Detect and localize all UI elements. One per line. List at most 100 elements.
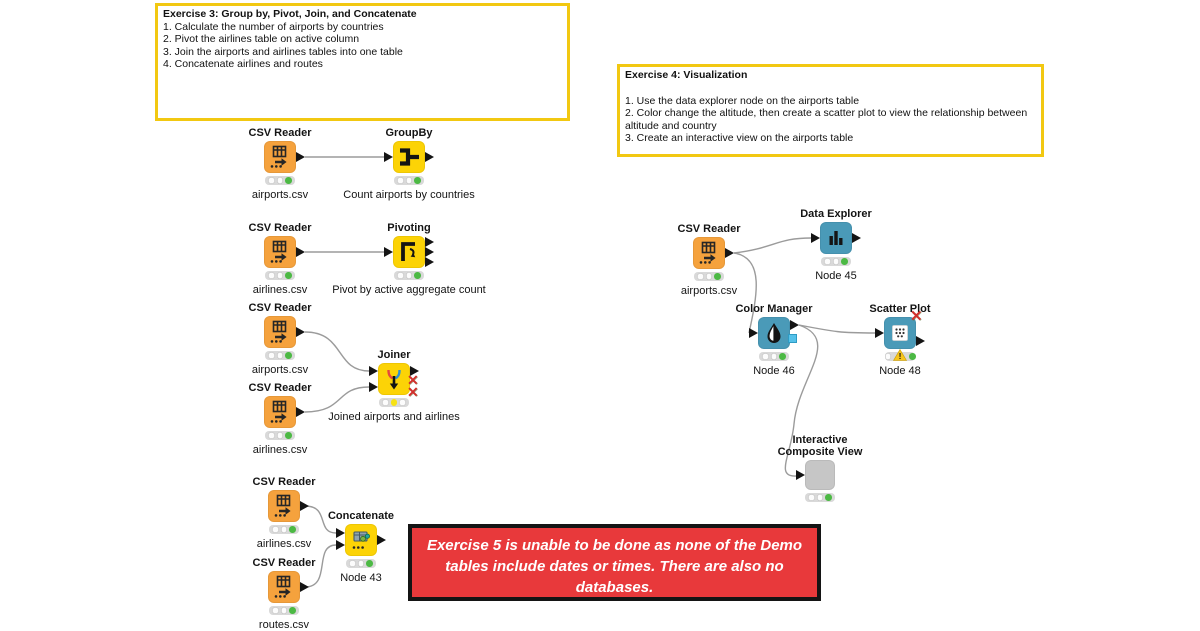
output-port[interactable] — [410, 366, 419, 376]
node-label: airlines.csv — [256, 538, 312, 550]
node-label: Pivot by active aggregate count — [332, 284, 486, 296]
status-traffic-light — [394, 271, 424, 280]
status-traffic-light — [346, 559, 376, 568]
node-csv-reader-airports-3[interactable]: CSV Reader airports.csv — [678, 223, 741, 297]
annotation-exercise-4[interactable]: Exercise 4: Visualization 1. Use the dat… — [617, 64, 1044, 157]
csv-reader-icon — [264, 141, 296, 173]
status-traffic-light — [265, 271, 295, 280]
node-title: CSV Reader — [248, 382, 312, 394]
status-traffic-light — [759, 352, 789, 361]
concatenate-icon — [345, 524, 377, 556]
input-port[interactable] — [369, 382, 378, 392]
status-traffic-light — [265, 176, 295, 185]
node-concatenate[interactable]: Concatenate Node 43 — [328, 510, 394, 584]
node-title: Concatenate — [327, 510, 395, 522]
output-port[interactable] — [425, 247, 434, 257]
node-interactive-composite-view[interactable]: Interactive Composite View — [778, 434, 862, 502]
output-port[interactable] — [425, 257, 434, 267]
status-traffic-light — [379, 398, 409, 407]
svg-text:!: ! — [899, 351, 902, 361]
output-port[interactable] — [425, 152, 434, 162]
input-port[interactable] — [384, 247, 393, 257]
color-model-output-port[interactable] — [788, 334, 797, 343]
output-port[interactable] — [300, 582, 309, 592]
input-port[interactable] — [336, 528, 345, 538]
inactive-port-x-icon: ✕ — [407, 384, 419, 400]
output-port[interactable] — [725, 248, 734, 258]
node-title: Color Manager — [735, 303, 813, 315]
output-port[interactable] — [296, 327, 305, 337]
input-port[interactable] — [384, 152, 393, 162]
node-label: Node 43 — [340, 572, 382, 584]
node-label: Node 45 — [815, 270, 857, 282]
csv-reader-icon — [268, 490, 300, 522]
connection — [733, 237, 812, 254]
input-port[interactable] — [811, 233, 820, 243]
node-csv-reader-airports-2[interactable]: CSV Reader airports.csv — [249, 302, 312, 376]
node-label: airlines.csv — [252, 444, 308, 456]
node-pivoting[interactable]: Pivoting Pivot by active aggregate count — [332, 222, 485, 296]
node-label: airlines.csv — [252, 284, 308, 296]
status-traffic-light — [265, 431, 295, 440]
node-data-explorer[interactable]: Data Explorer Node 45 — [800, 208, 872, 282]
status-traffic-light: ! — [884, 348, 916, 361]
annotation-line: 2. Color change the altitude, then creat… — [625, 107, 1028, 132]
inactive-port-x-icon: ✕ — [407, 372, 419, 388]
status-traffic-light — [269, 525, 299, 534]
node-title: CSV Reader — [677, 223, 741, 235]
node-title: CSV Reader — [252, 476, 316, 488]
output-port[interactable] — [790, 320, 799, 330]
color-manager-droplet-icon — [758, 317, 790, 349]
joiner-icon — [378, 363, 410, 395]
node-csv-reader-airlines-2[interactable]: CSV Reader airlines.csv — [249, 382, 312, 456]
inactive-port-x-icon: ✕ — [910, 308, 923, 325]
input-port[interactable] — [369, 366, 378, 376]
output-port[interactable] — [300, 501, 309, 511]
warning-triangle-icon: ! — [893, 348, 907, 361]
output-port[interactable] — [296, 247, 305, 257]
annotation-exercise-5[interactable]: Exercise 5 is unable to be done as none … — [408, 524, 821, 601]
node-title: CSV Reader — [248, 302, 312, 314]
node-title: CSV Reader — [252, 557, 316, 569]
output-port[interactable] — [377, 535, 386, 545]
node-csv-reader-airlines-1[interactable]: CSV Reader airlines.csv — [249, 222, 312, 296]
pivoting-icon — [393, 236, 425, 268]
output-port[interactable] — [296, 407, 305, 417]
node-csv-reader-airlines-3[interactable]: CSV Reader airlines.csv — [253, 476, 316, 550]
node-scatter-plot[interactable]: Scatter Plot ✕ ! Node 48 — [869, 303, 930, 377]
node-title: CSV Reader — [248, 222, 312, 234]
annotation-line: 3. Join the airports and airlines tables… — [163, 45, 403, 58]
input-port[interactable] — [796, 470, 805, 480]
input-port[interactable] — [875, 328, 884, 338]
status-traffic-light — [269, 606, 299, 615]
annotation-exercise-3[interactable]: Exercise 3: Group by, Pivot, Join, and C… — [155, 3, 570, 121]
node-color-manager[interactable]: Color Manager Node 46 — [735, 303, 812, 377]
node-joiner[interactable]: Joiner ✕ ✕ Joined airports and airlines — [328, 349, 459, 423]
node-title: Pivoting — [387, 222, 431, 234]
node-csv-reader-airports-1[interactable]: CSV Reader airports.csv — [249, 127, 312, 201]
input-port[interactable] — [336, 540, 345, 550]
output-port[interactable] — [852, 233, 861, 243]
node-groupby[interactable]: GroupBy Count airports by countries — [343, 127, 474, 201]
node-label: Node 46 — [753, 365, 795, 377]
annotation-title: Exercise 3: Group by, Pivot, Join, and C… — [163, 8, 417, 20]
output-port[interactable] — [425, 237, 434, 247]
connection — [304, 386, 370, 413]
input-port[interactable] — [749, 328, 758, 338]
csv-reader-icon — [268, 571, 300, 603]
node-label: airports.csv — [251, 189, 309, 201]
status-traffic-light — [265, 351, 295, 360]
status-traffic-light — [805, 493, 835, 502]
connection — [304, 331, 370, 372]
output-port[interactable] — [296, 152, 305, 162]
node-label: Count airports by countries — [343, 189, 475, 201]
node-csv-reader-routes[interactable]: CSV Reader routes.csv — [253, 557, 316, 631]
groupby-icon — [393, 141, 425, 173]
csv-reader-icon — [693, 237, 725, 269]
status-traffic-light — [821, 257, 851, 266]
annotation-title: Exercise 4: Visualization — [625, 69, 748, 81]
node-title: CSV Reader — [248, 127, 312, 139]
output-port[interactable] — [916, 336, 925, 346]
node-label: Node 48 — [879, 365, 921, 377]
